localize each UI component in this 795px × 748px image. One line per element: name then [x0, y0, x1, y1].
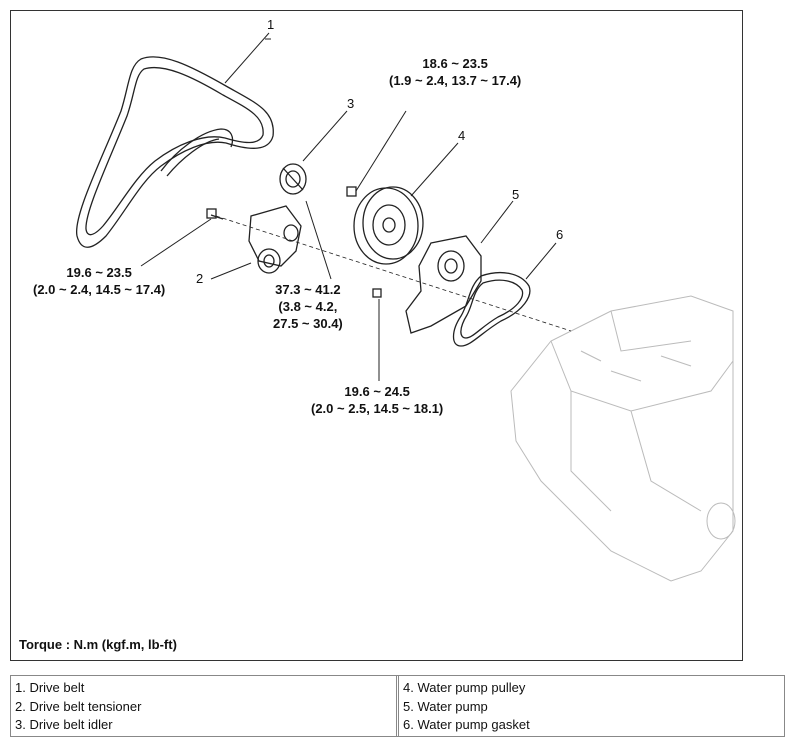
drive-belt-tensioner-drawing — [206, 205, 302, 274]
water-pump-drawing — [372, 235, 482, 334]
drive-belt-drawing — [75, 56, 274, 248]
exploded-view-figure: 1 2 3 4 5 6 18.6 ~ 23.5 (1.9 ~ 2.4, 13.7… — [10, 10, 743, 661]
callout-4: 4 — [458, 128, 466, 143]
exploded-view-drawing — [75, 32, 736, 582]
torque-units-note: Torque : N.m (kgf.m, lb-ft) — [19, 637, 177, 652]
legend-item: 6. Water pump gasket — [403, 717, 530, 732]
engine-block-outline — [510, 295, 736, 582]
legend-item: 4. Water pump pulley — [403, 680, 526, 695]
water-pump-gasket-drawing — [452, 272, 531, 347]
torque-water-pump: 19.6 ~ 24.5 (2.0 ~ 2.5, 14.5 ~ 18.1) — [311, 384, 444, 416]
callout-6: 6 — [556, 227, 564, 242]
alignment-line — [215, 215, 572, 332]
torque-drive-belt-idler: 37.3 ~ 41.2 (3.8 ~ 4.2, 27.5 ~ 30.4) — [273, 282, 343, 331]
callout-2: 2 — [196, 271, 204, 286]
legend-item: 3. Drive belt idler — [15, 717, 113, 732]
legend-item: 1. Drive belt — [15, 680, 85, 695]
torque-water-pump-pulley: 18.6 ~ 23.5 (1.9 ~ 2.4, 13.7 ~ 17.4) — [389, 56, 522, 88]
drive-belt-idler-drawing — [279, 163, 307, 195]
parts-legend-table: 1. Drive belt 2. Drive belt tensioner 3.… — [10, 675, 785, 737]
legend-item: 5. Water pump — [403, 698, 488, 714]
legend-column-left: 1. Drive belt 2. Drive belt tensioner 3.… — [11, 676, 396, 736]
water-pump-pulley-drawing — [346, 186, 424, 265]
callout-5: 5 — [512, 187, 520, 202]
leader-lines — [140, 32, 557, 381]
callout-1: 1 — [267, 17, 275, 32]
legend-item: 2. Drive belt tensioner — [15, 698, 142, 714]
torque-drive-belt-tensioner: 19.6 ~ 23.5 (2.0 ~ 2.4, 14.5 ~ 17.4) — [33, 265, 166, 297]
callout-3: 3 — [347, 96, 355, 111]
legend-column-right: 4. Water pump pulley 5. Water pump 6. Wa… — [396, 676, 784, 736]
